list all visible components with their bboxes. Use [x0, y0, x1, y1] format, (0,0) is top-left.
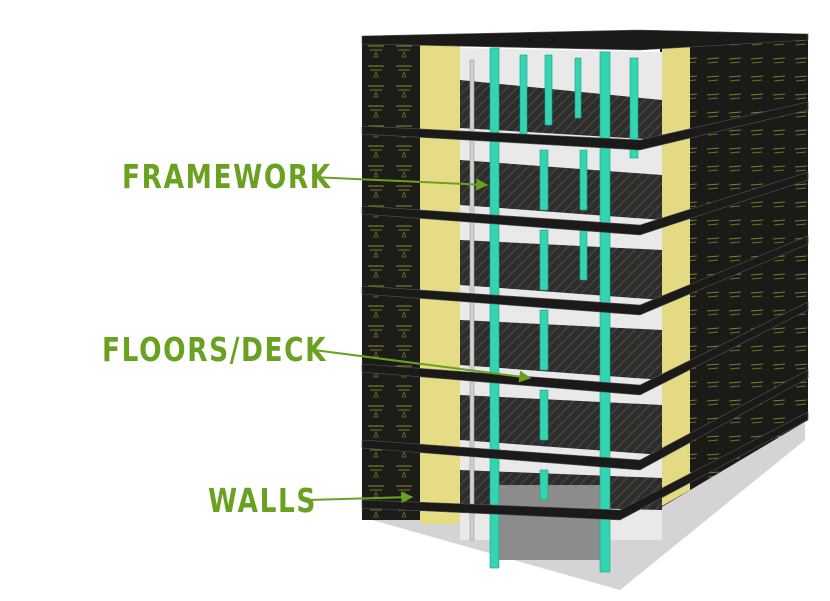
floors-arrow	[313, 349, 532, 383]
walls-label: WALLS	[208, 481, 318, 520]
floor-decks	[460, 80, 662, 560]
front-insulation	[420, 44, 460, 524]
framework-arrow	[311, 176, 489, 191]
framework-label: FRAMEWORK	[122, 157, 332, 196]
floors-deck-label: FLOORS/DECK	[102, 330, 328, 369]
ground-slab	[372, 420, 805, 590]
walls-arrow	[307, 491, 414, 504]
front-wall	[362, 38, 422, 520]
side-insulation	[662, 46, 690, 506]
floor-slab-edges	[361, 29, 809, 521]
